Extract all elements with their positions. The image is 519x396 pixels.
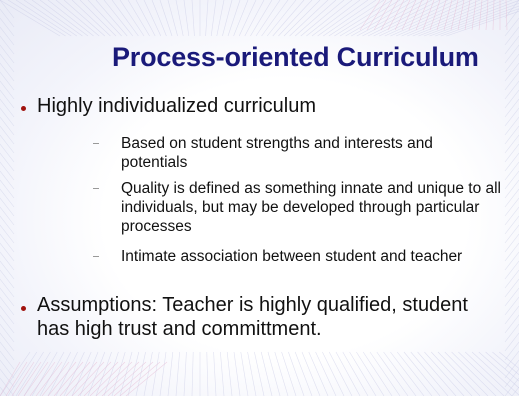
bullet-dot-icon	[21, 306, 26, 311]
bullet-dot-icon	[21, 106, 26, 111]
bullet-text: Highly individualized curriculum	[37, 95, 317, 117]
bullet-item: Highly individualized curriculum	[21, 93, 501, 119]
sub-bullet-item: Based on student strengths and interests…	[93, 134, 503, 172]
sub-bullet-text: Based on student strengths and interests…	[121, 135, 433, 171]
sub-bullet-text: Intimate association between student and…	[121, 248, 463, 265]
sub-bullet-item: Quality is defined as something innate a…	[93, 179, 503, 236]
slide-title: Process-oriented Curriculum	[112, 42, 479, 72]
sub-bullet-text: Quality is defined as something innate a…	[121, 180, 501, 235]
sub-bullet-item: Intimate association between student and…	[93, 247, 503, 266]
bullet-item: Assumptions: Teacher is highly qualified…	[21, 293, 491, 341]
bullet-text: Assumptions: Teacher is highly qualified…	[37, 294, 468, 340]
dash-icon	[93, 256, 99, 257]
dash-icon	[93, 143, 99, 144]
dash-icon	[93, 188, 99, 189]
